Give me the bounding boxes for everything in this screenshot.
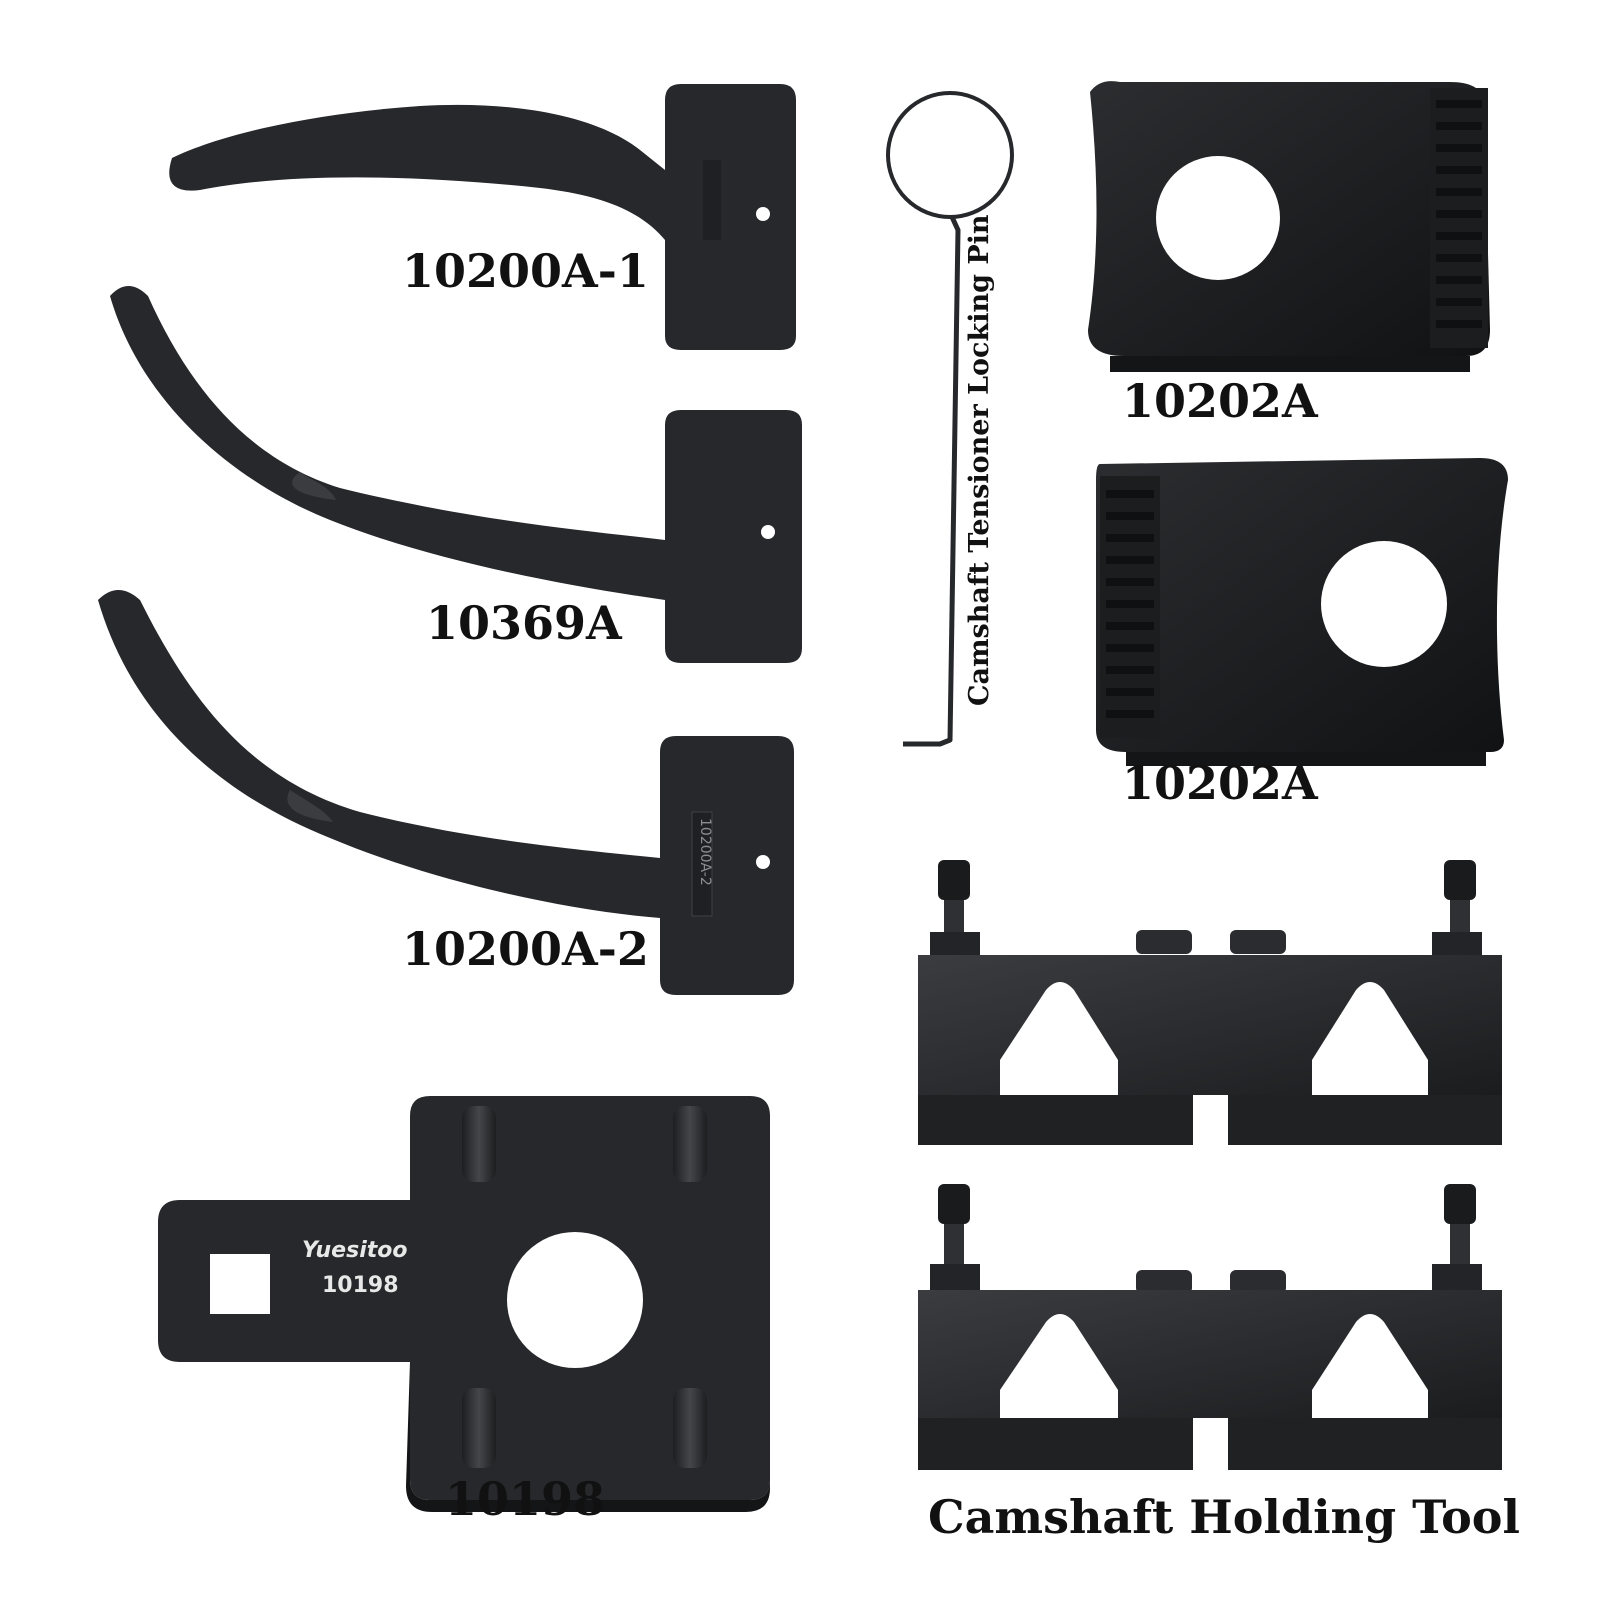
tool-locking-pin [886, 91, 1014, 747]
tab-engraving-10200a-2: 10200A-2 [697, 818, 713, 886]
tool-10198 [158, 1096, 770, 1512]
label-10202a-top: 10202A [1122, 374, 1318, 428]
label-10369a: 10369A [426, 596, 622, 650]
label-10202a-bottom: 10202A [1122, 756, 1318, 810]
label-10200a-1: 10200A-1 [402, 244, 649, 298]
camshaft-holding-tool-upper [918, 860, 1502, 1145]
tool-10369a [110, 286, 802, 663]
tool-10202a-top [1088, 81, 1490, 372]
label-camshaft-holding-tool: Camshaft Holding Tool [928, 1490, 1520, 1544]
tool-10200a-2 [98, 590, 794, 995]
camshaft-holding-tool-lower [918, 1184, 1502, 1470]
label-10200a-2: 10200A-2 [402, 922, 649, 976]
tool-10200a-1 [169, 84, 796, 350]
plate-number-engraving: 10198 [322, 1273, 399, 1298]
label-10198: 10198 [445, 1472, 606, 1526]
tool-10202a-bottom [1096, 458, 1508, 766]
label-locking-pin: Camshaft Tensioner Locking Pin [964, 214, 995, 706]
engraving-tab [703, 160, 721, 240]
brand-engraving: Yuesitoo [302, 1238, 408, 1263]
